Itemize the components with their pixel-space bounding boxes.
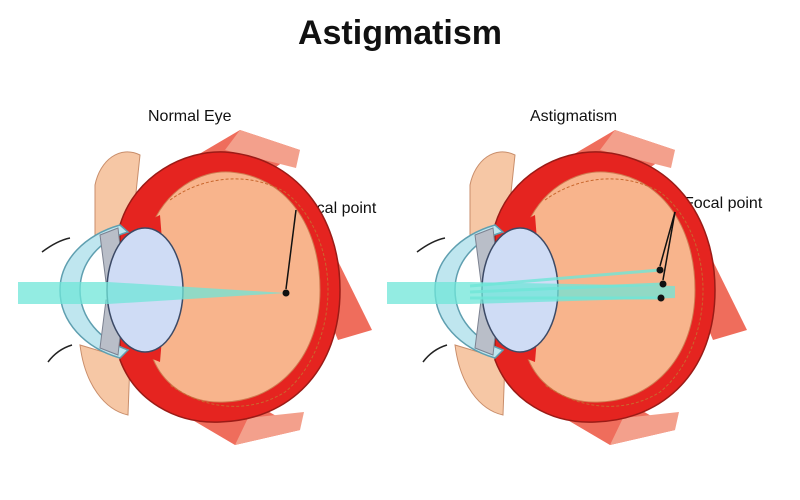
astigmatism-heading: Astigmatism	[530, 108, 618, 125]
focal-point-dot-3	[657, 294, 665, 302]
focal-point-dot-2	[659, 280, 667, 288]
astigmatism-focal-point-label: Focal point	[684, 195, 763, 212]
focal-point-dot-1	[656, 266, 664, 274]
focal-pointer-2	[662, 211, 676, 281]
normal-eye	[18, 129, 373, 446]
diagram-title: Astigmatism	[297, 14, 503, 52]
ray-upper	[469, 268, 661, 288]
light-beam	[18, 282, 286, 304]
focal-point-dot	[282, 289, 290, 297]
ray-middle	[469, 282, 664, 294]
normal-eye-heading: Normal Eye	[148, 108, 232, 125]
focal-pointer-1	[659, 211, 676, 267]
astigmatic-eye	[387, 129, 748, 446]
focal-pointer	[285, 209, 297, 290]
